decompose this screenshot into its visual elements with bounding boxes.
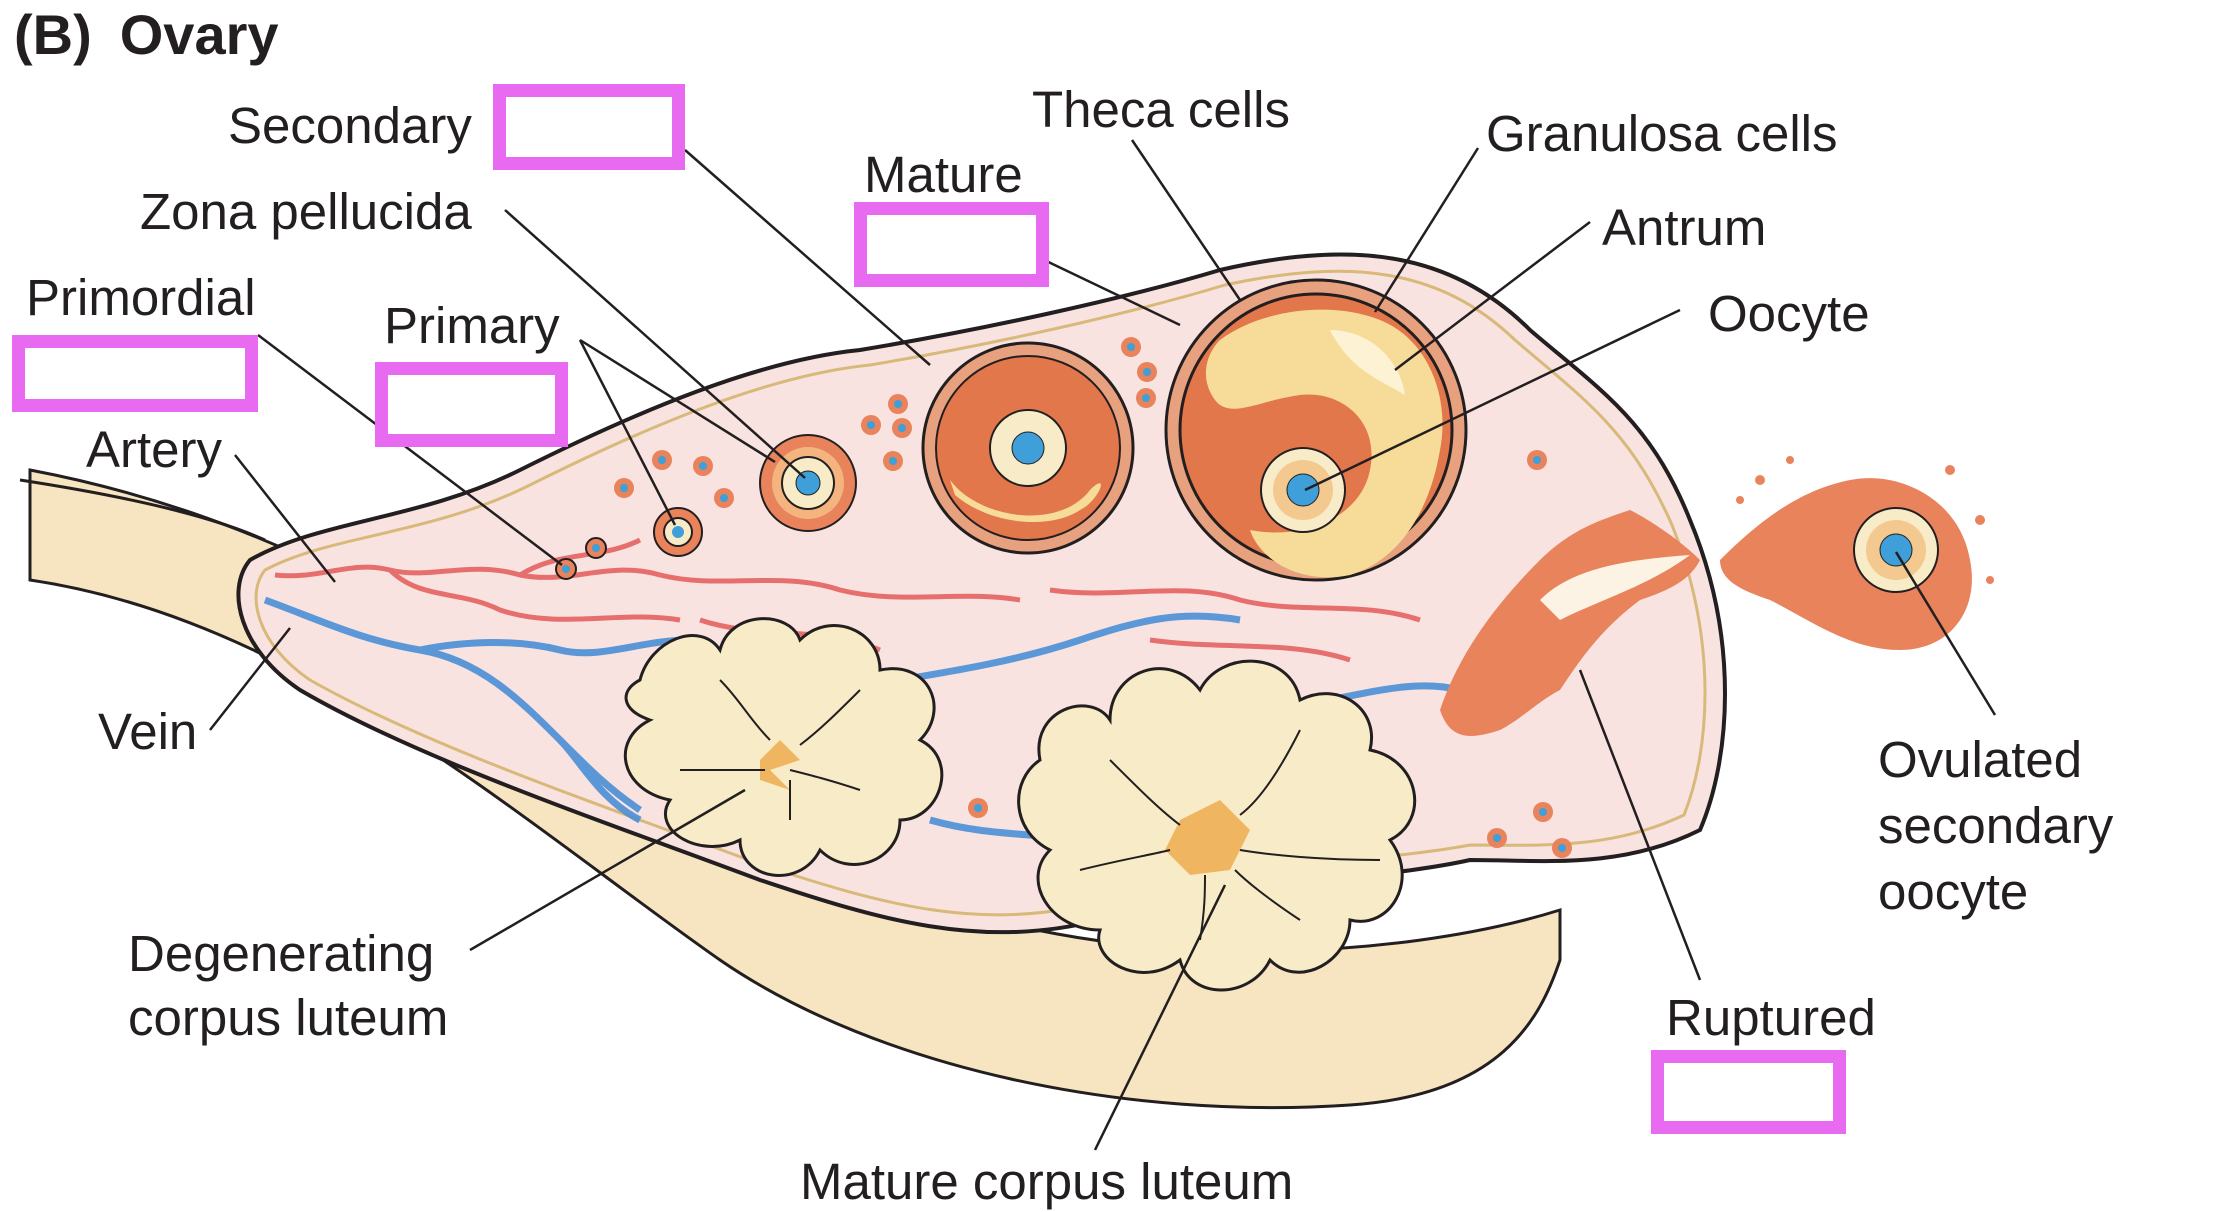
- blank-box-mature[interactable]: [854, 202, 1049, 287]
- label-mature-corpus-luteum: Mature corpus luteum: [800, 1153, 1294, 1210]
- label-theca-cells: Theca cells: [1032, 81, 1290, 138]
- primordial-follicles: [555, 337, 1572, 858]
- secondary-follicle: [921, 341, 1135, 555]
- degenerating-corpus-luteum: [623, 617, 944, 877]
- label-granulosa-cells: Granulosa cells: [1486, 105, 1838, 162]
- label-ovulated-line2: secondary: [1878, 797, 2114, 854]
- blank-box-ruptured[interactable]: [1651, 1050, 1846, 1134]
- mature-follicle: [1164, 278, 1468, 582]
- label-artery: Artery: [86, 421, 223, 478]
- label-degenerating-corpus-luteum-line2: corpus luteum: [128, 989, 449, 1046]
- leader-lines: [209, 139, 1997, 1151]
- diagram-title: (B) Ovary: [14, 2, 307, 67]
- label-ovulated-line3: oocyte: [1878, 863, 2029, 920]
- label-primordial: Primordial: [26, 269, 256, 326]
- primary-follicle-small: [653, 507, 703, 557]
- mesovarium-edge: [19, 478, 266, 542]
- ovulated-oocyte: [1720, 456, 1994, 650]
- panel-letter: (B): [14, 3, 92, 66]
- blank-box-secondary[interactable]: [493, 84, 685, 170]
- primary-follicle-large: [759, 434, 857, 532]
- blank-box-primordial[interactable]: [12, 335, 258, 412]
- label-vein: Vein: [98, 703, 198, 760]
- label-oocyte: Oocyte: [1708, 285, 1870, 342]
- blank-box-primary[interactable]: [375, 362, 568, 447]
- label-mature: Mature: [864, 146, 1023, 203]
- label-antrum: Antrum: [1602, 199, 1767, 256]
- label-secondary: Secondary: [228, 97, 472, 154]
- ovary-inner-outline: [254, 269, 1707, 917]
- title-text: Ovary: [119, 3, 279, 66]
- label-ruptured: Ruptured: [1666, 989, 1876, 1046]
- label-degenerating-corpus-luteum-line1: Degenerating: [128, 925, 435, 982]
- label-ovulated-line1: Ovulated: [1878, 731, 2083, 788]
- label-primary: Primary: [384, 297, 560, 354]
- label-zona-pellucida: Zona pellucida: [140, 183, 472, 240]
- mature-corpus-luteum: [1017, 659, 1417, 992]
